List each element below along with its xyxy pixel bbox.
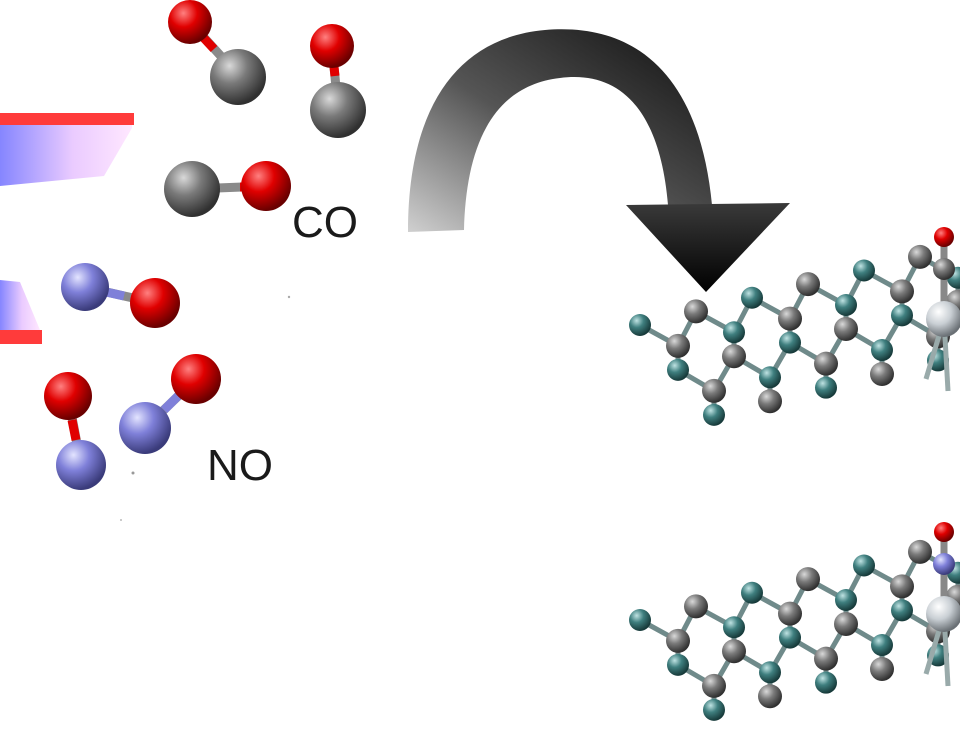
no-molecule-3: [119, 354, 221, 454]
sheet-atom-gray: [758, 389, 782, 414]
adsorbed-oxygen: [934, 227, 954, 247]
sheet-atom-gray: [834, 317, 858, 342]
sheet-atom-teal: [759, 661, 781, 684]
sheet-atom-gray: [814, 646, 838, 671]
sheet-atom-teal: [723, 616, 745, 639]
sheet-atom-teal: [741, 581, 763, 604]
sheet-atom-gray: [890, 279, 914, 304]
sheet-atom-gray: [722, 344, 746, 369]
sheet-atom-gray: [666, 333, 690, 358]
co-label: CO: [292, 198, 358, 247]
sheet-atom-teal: [667, 653, 689, 676]
adsorbed-carbon: [933, 258, 955, 280]
sheet-atom-teal: [871, 634, 893, 657]
sheet-atom-gray: [778, 306, 802, 331]
sheet-atom-teal: [779, 331, 801, 354]
speck: [120, 519, 122, 521]
sheet-atom-teal: [835, 294, 857, 317]
sheet-atom-teal: [759, 366, 781, 389]
surface-co-adsorbed: [629, 227, 960, 426]
sheet-atom-teal: [835, 589, 857, 612]
sheet-atom-gray: [722, 639, 746, 664]
sheet-atom-teal: [891, 304, 913, 327]
sheet-atom-teal: [891, 599, 913, 622]
sheet-atom-gray: [778, 601, 802, 626]
sheet-atom-gray: [666, 628, 690, 653]
sheet-atom-teal: [815, 376, 837, 399]
funnel-icon: [0, 113, 134, 344]
sheet-atom-gray: [890, 574, 914, 599]
speck: [287, 295, 291, 299]
adsorbed-oxygen: [934, 522, 954, 542]
sheet-atom-teal: [703, 698, 725, 721]
curved-arrow-icon: [408, 29, 790, 292]
sheet-atom-gray: [834, 612, 858, 637]
sheet-atom-teal: [853, 259, 875, 282]
sheet-atom-teal: [815, 671, 837, 694]
sheet-atom-gray: [908, 539, 932, 564]
sheet-atom-teal: [629, 314, 651, 336]
sheet-atom-gray: [870, 362, 894, 387]
co-molecule-3: [164, 161, 291, 217]
sheet-atom-gray: [702, 673, 726, 698]
sheet-atom-gray: [702, 378, 726, 403]
sheet-atom-gray: [758, 684, 782, 709]
sheet-atom-gray: [814, 351, 838, 376]
co-molecule-1: [168, 0, 266, 105]
sheet-atom-gray: [684, 299, 708, 324]
sheet-atom-teal: [629, 609, 651, 631]
sheet-atom-teal: [703, 403, 725, 426]
speck: [131, 471, 135, 475]
sheet-atom-gray: [796, 567, 820, 592]
sheet-atom-teal: [779, 626, 801, 649]
sheet-atom-gray: [796, 272, 820, 297]
metal-atom: [926, 596, 960, 632]
sheet-atom-gray: [684, 594, 708, 619]
sheet-atom-gray: [908, 244, 932, 269]
adsorbed-nitrogen: [933, 553, 955, 575]
no-molecule-1: [61, 263, 180, 328]
sheet-atom-gray: [870, 657, 894, 682]
surface-no-adsorbed: [629, 522, 960, 721]
no-molecule-2: [44, 372, 106, 490]
metal-atom: [926, 301, 960, 337]
sheet-atom-teal: [871, 339, 893, 362]
no-label: NO: [207, 441, 273, 490]
sheet-atom-teal: [667, 358, 689, 381]
co-molecule-2: [310, 24, 366, 138]
sheet-atom-teal: [741, 286, 763, 309]
sheet-atom-teal: [723, 321, 745, 344]
sheet-atom-teal: [853, 554, 875, 577]
